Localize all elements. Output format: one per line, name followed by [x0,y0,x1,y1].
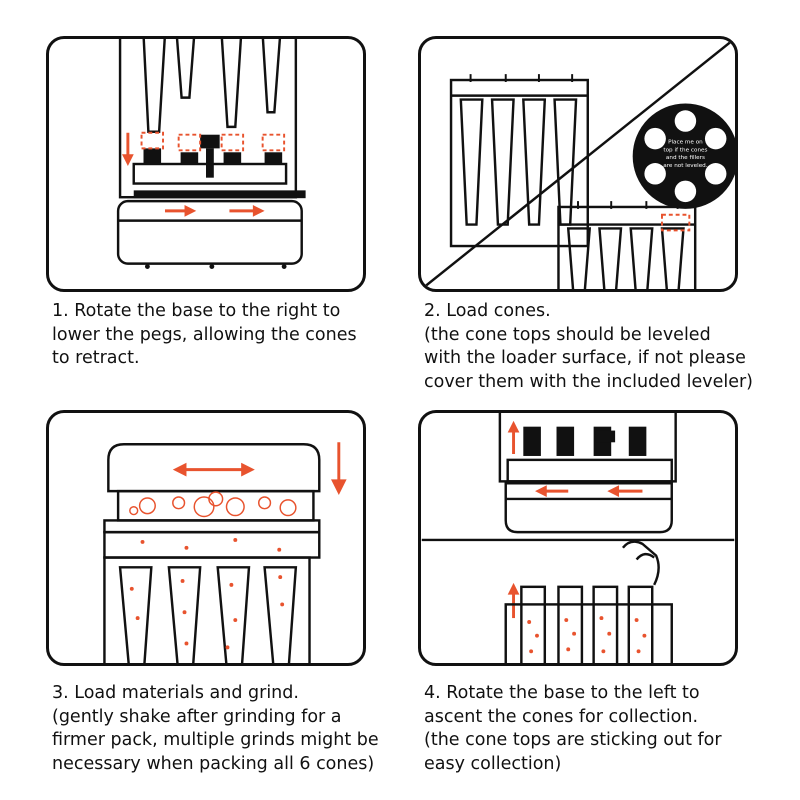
caption-line: firmer pack, multiple grinds might be [52,730,379,750]
caption-line: ascent the cones for collection. [424,706,699,727]
step-1-caption: 1. Rotate the base to the right to lower… [52,300,392,371]
leveler-note-line: Place me on [668,139,703,145]
caption-line: 3. Load materials and grind. [52,683,299,703]
caption-line: cover them with the included leveler) [424,371,753,392]
step-3-caption: 3. Load materials and grind. (gently sha… [52,682,392,776]
caption-line: 1. Rotate the base to the right to [52,301,341,321]
caption-line: necessary when packing all 6 cones) [52,753,375,774]
caption-line: lower the pegs, allowing the cones [52,324,357,345]
caption-line: 2. Load cones. [424,301,551,321]
leveler-note-line: and the fillers [666,155,705,161]
rotate-base-left-diagram [421,413,735,663]
leveler-note-line: are not leveled. [663,163,708,169]
rotate-base-right-diagram [116,39,306,269]
leveler-note-line: top if the cones [663,147,707,153]
step-4-illustration [418,410,738,666]
leveler-disc-icon: Place me on top if the cones and the fil… [632,103,735,209]
step-2-caption: 2. Load cones. (the cone tops should be … [424,300,764,394]
caption-line: (gently shake after grinding for a [52,706,342,727]
load-and-grind-diagram [103,442,347,663]
caption-line: with the loader surface, if not please [424,348,746,368]
step-2-illustration: Place me on top if the cones and the fil… [418,36,738,292]
step-3-illustration [46,410,366,666]
load-cones-diagram: Place me on top if the cones and the fil… [421,39,735,289]
caption-line: 4. Rotate the base to the left to [424,683,700,703]
caption-line: (the cone tops should be leveled [424,324,711,345]
caption-line: easy collection) [424,753,562,774]
caption-line: to retract. [52,348,140,368]
caption-line: (the cone tops are sticking out for [424,730,722,750]
step-1-illustration [46,36,366,292]
step-4-caption: 4. Rotate the base to the left to ascent… [424,682,764,776]
